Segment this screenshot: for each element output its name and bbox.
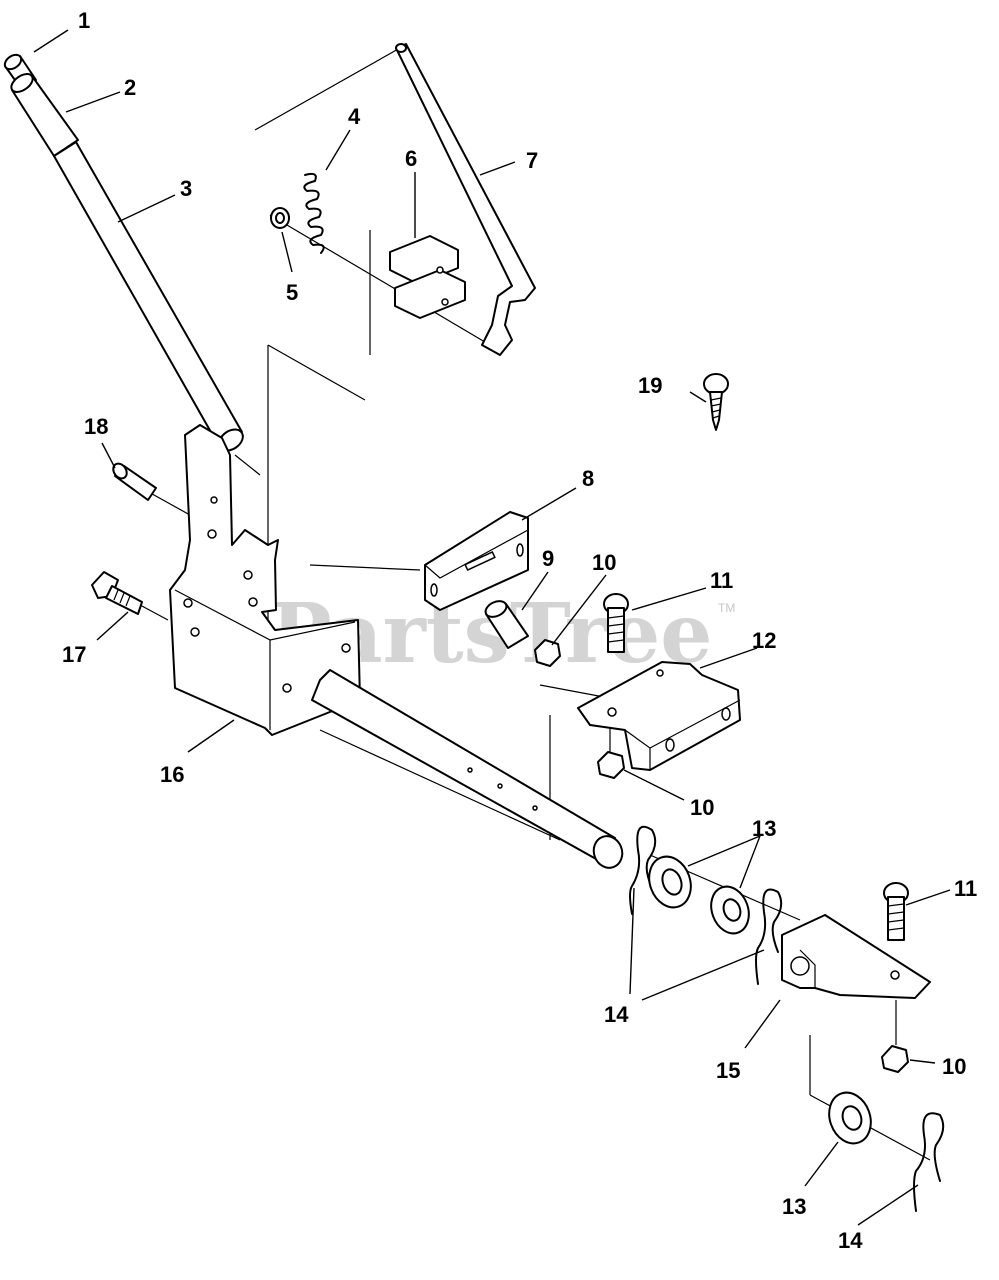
cross-shaft [311, 669, 624, 869]
part-2-grip [10, 73, 79, 157]
part-12-plate-bracket [577, 661, 741, 771]
callout-numbers: 1 2 3 4 5 6 7 19 18 8 9 10 11 12 10 17 1… [62, 8, 977, 1253]
part-18-pin [112, 462, 157, 501]
part-6-brackets [389, 235, 466, 319]
part-14-hairpin-middle [755, 888, 783, 985]
callout-5: 5 [286, 280, 298, 305]
callout-17: 17 [62, 642, 86, 667]
watermark-trademark: TM [718, 601, 735, 615]
leader-lines [33, 29, 951, 1226]
callout-10-upper: 10 [592, 550, 616, 575]
part-3-handle-rod [53, 141, 244, 452]
part-10-nut-middle [597, 751, 625, 779]
callout-4: 4 [348, 104, 361, 129]
part-17-bolt [91, 571, 143, 615]
part-13-washer-2 [710, 885, 750, 935]
callout-13-upper: 13 [752, 816, 776, 841]
callout-11-upper: 11 [710, 568, 733, 593]
part-9-spacer [484, 600, 529, 649]
part-11-bolt-upper [603, 593, 629, 653]
part-13-washer-1 [648, 855, 692, 909]
part-5-washer [270, 207, 290, 229]
callout-14-upper: 14 [604, 1002, 629, 1027]
callout-3: 3 [180, 176, 192, 201]
part-8-slide-bracket [424, 511, 529, 611]
callout-11-lower: 11 [954, 876, 977, 901]
callout-14-lower: 14 [838, 1228, 863, 1253]
callout-6: 6 [405, 146, 417, 171]
part-7-lever-arm [395, 43, 536, 356]
part-10-nut-lower [881, 1045, 909, 1073]
part-16-main-bracket [169, 424, 361, 736]
callout-13-lower: 13 [782, 1194, 806, 1219]
part-4-spring [303, 172, 325, 254]
part-19-screw [703, 373, 729, 431]
callout-8: 8 [582, 466, 594, 491]
callout-12: 12 [752, 628, 776, 653]
part-15-l-bracket [781, 914, 931, 999]
part-11-bolt-lower [883, 882, 909, 941]
callout-9: 9 [542, 546, 554, 571]
callout-7: 7 [526, 148, 538, 173]
callout-10-middle: 10 [690, 795, 714, 820]
callout-18: 18 [84, 414, 108, 439]
callout-19: 19 [638, 373, 662, 398]
callout-1: 1 [78, 8, 90, 33]
part-13-washer-3 [828, 1091, 872, 1145]
callout-15: 15 [716, 1058, 740, 1083]
part-14-hairpin-lower [913, 1112, 945, 1212]
callout-16: 16 [160, 762, 184, 787]
callout-10-lower: 10 [942, 1054, 966, 1079]
callout-2: 2 [124, 75, 136, 100]
part-10-nut-upper [534, 639, 561, 667]
